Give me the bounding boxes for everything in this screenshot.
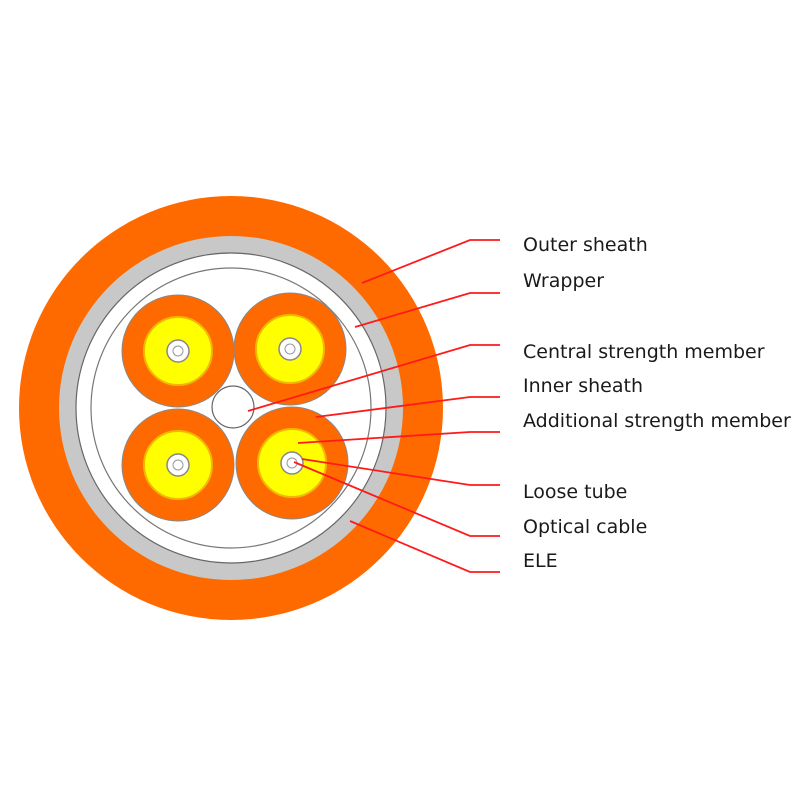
loose-tube-bottom-right (235, 406, 349, 520)
leader-line-loose-tube (301, 458, 500, 486)
label-optical-cable: Optical cable (523, 516, 648, 538)
leader-line-outer-sheath (361, 239, 500, 284)
label-central-strength-member: Central strength member (523, 341, 765, 363)
leader-lines (247, 239, 500, 573)
label-outer-sheath: Outer sheath (523, 234, 648, 256)
label-loose-tube: Loose tube (523, 481, 628, 503)
loose-tube-top-right (233, 292, 347, 406)
label-ele: ELE (523, 550, 558, 572)
loose-tube-bottom-left (121, 408, 235, 522)
leader-line-wrapper (354, 292, 500, 328)
leader-line-optical-cable (293, 461, 500, 537)
central-strength-member (211, 385, 255, 429)
label-wrapper: Wrapper (523, 270, 605, 292)
leader-line-ele (349, 520, 500, 573)
label-inner-sheath: Inner sheath (523, 375, 643, 397)
loose-tube-top-left (121, 294, 235, 408)
leader-line-additional-strength-member (297, 431, 500, 444)
leader-line-inner-sheath (315, 396, 500, 418)
leader-line-central-strength-member (247, 344, 500, 412)
label-additional-strength-member: Additional strength member (523, 410, 791, 432)
